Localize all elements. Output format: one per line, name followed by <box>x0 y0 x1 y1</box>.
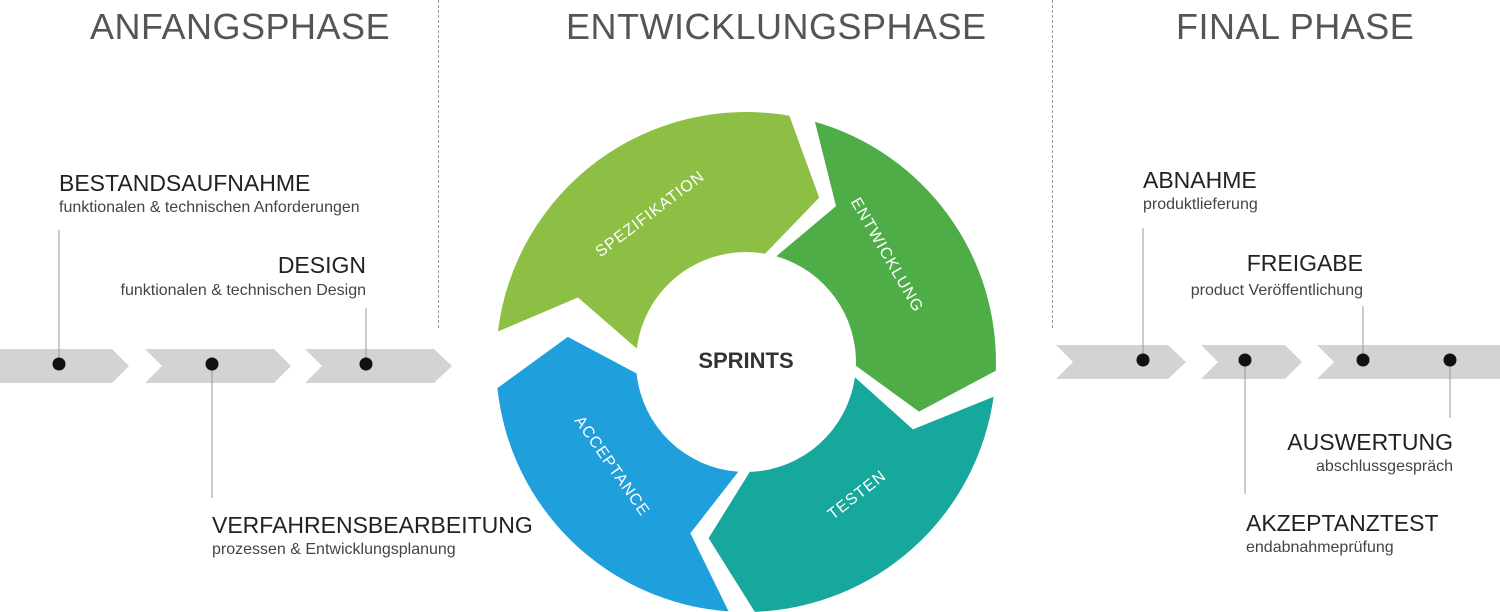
phase-separator-right <box>1052 0 1053 328</box>
timeline-arrow-right-2 <box>1201 345 1302 379</box>
segment-testen <box>708 377 994 612</box>
milestone-dot-verfahren <box>205 357 219 371</box>
timeline-arrow-right-3 <box>1317 345 1500 379</box>
milestone-dot-freigabe <box>1356 353 1370 367</box>
milestone-title-freigabe: FREIGABE <box>1246 250 1363 276</box>
milestone-title-bestandsaufnahme: BESTANDSAUFNAHME <box>59 170 311 196</box>
milestone-sub-abnahme: produktlieferung <box>1143 196 1258 213</box>
segment-spezifikation <box>497 112 820 349</box>
phase-title-dev: ENTWICKLUNGSPHASE <box>566 6 987 47</box>
milestone-sub-auswertung: abschlussgespräch <box>1316 458 1453 475</box>
milestone-sub-design: funktionalen & technischen Design <box>120 282 367 299</box>
milestone-title-abnahme: ABNAHME <box>1143 167 1257 193</box>
milestone-sub-bestandsaufnahme: funktionalen & technischen Anforderungen <box>59 199 360 216</box>
phase-title-final: FINAL PHASE <box>1176 6 1415 47</box>
milestone-title-design: DESIGN <box>277 252 366 278</box>
milestone-sub-verfahren: prozessen & Entwicklungsplanung <box>212 541 456 558</box>
milestone-title-auswertung: AUSWERTUNG <box>1287 429 1453 455</box>
milestone-sub-akzeptanztest: endabnahmeprüfung <box>1246 539 1394 556</box>
segment-entwicklung <box>776 121 996 412</box>
milestone-dot-design <box>359 357 373 371</box>
milestone-dot-auswertung <box>1443 353 1457 367</box>
phase-title-start: ANFANGSPHASE <box>90 6 391 47</box>
milestone-dot-bestandsaufnahme <box>52 357 66 371</box>
segment-acceptance <box>497 336 739 612</box>
milestone-dot-abnahme <box>1136 353 1150 367</box>
timeline-arrow-right-1 <box>1056 345 1186 379</box>
milestone-title-verfahren: VERFAHRENSBEARBEITUNG <box>212 512 533 538</box>
timeline-arrow-left-3 <box>305 349 452 383</box>
milestone-dot-akzeptanztest <box>1238 353 1252 367</box>
phase-separator-left <box>438 0 439 328</box>
milestone-title-akzeptanztest: AKZEPTANZTEST <box>1246 510 1439 536</box>
cycle-center-label: SPRINTS <box>698 348 793 373</box>
milestone-sub-freigabe: product Veröffentlichung <box>1190 282 1363 299</box>
